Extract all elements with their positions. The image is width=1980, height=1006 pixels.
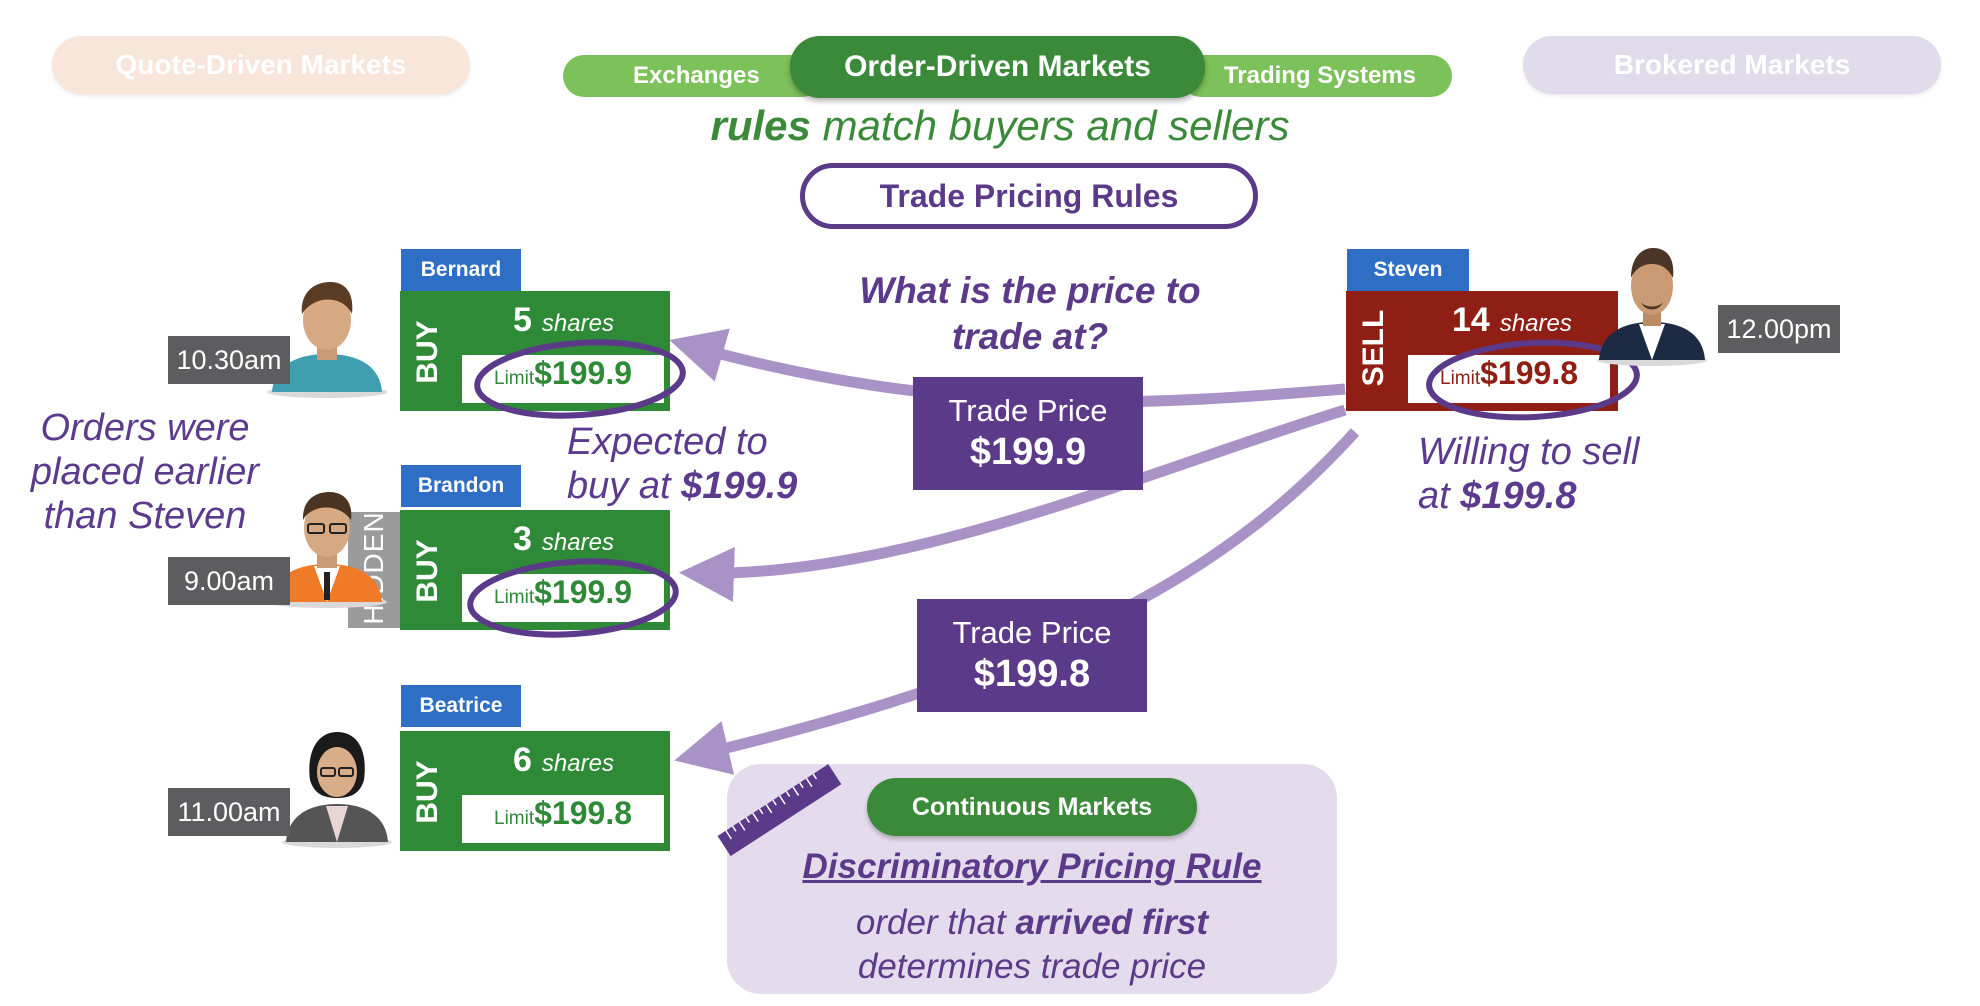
- tab-quote-driven-label: Quote-Driven Markets: [115, 49, 407, 80]
- brandon-shares: 3 shares: [513, 520, 614, 559]
- question-line-1: What is the price to: [859, 270, 1201, 311]
- note-expected-line-2: buy at $199.9: [567, 464, 887, 508]
- note-willing-2b: $199.8: [1460, 475, 1577, 517]
- pricing-desc-1b: arrived first: [1015, 903, 1209, 942]
- steven-shares-word: shares: [1499, 310, 1572, 337]
- beatrice-name: Beatrice: [419, 694, 503, 717]
- pricing-rule-title: Discriminatory Pricing Rule: [802, 847, 1262, 886]
- beatrice-time: 11.00am: [168, 788, 290, 836]
- brandon-shares-word: shares: [541, 529, 614, 556]
- trade-price-2-value: $199.8: [973, 653, 1091, 695]
- name-tab-steven: Steven: [1347, 249, 1469, 291]
- pricing-desc-1a: order that: [855, 903, 1016, 942]
- beatrice-time-text: 11.00am: [177, 796, 281, 827]
- brandon-time-text: 9.00am: [183, 565, 275, 596]
- steven-limit: Limit $199.8: [1408, 355, 1610, 403]
- note-expected-2b: $199.9: [681, 465, 798, 507]
- tab-order-driven-label: Order-Driven Markets: [844, 50, 1151, 83]
- note-expected-line-1: Expected to: [567, 421, 768, 463]
- steven-shares: 14 shares: [1452, 301, 1572, 340]
- note-earlier-line-3: than Steven: [43, 495, 247, 537]
- beatrice-shares-num: 6: [513, 741, 532, 779]
- bernard-avatar: [267, 282, 387, 398]
- pricing-desc-line-1: order that arrived first: [727, 901, 1337, 945]
- name-tab-bernard: Bernard: [401, 249, 521, 291]
- beatrice-shares-word: shares: [541, 750, 614, 777]
- continuous-markets-panel: Continuous Markets Discriminatory Pricin…: [727, 764, 1337, 994]
- brandon-name: Brandon: [417, 474, 505, 497]
- tab-order-driven-markets[interactable]: Order-Driven Markets: [790, 36, 1205, 98]
- brandon-time: 9.00am: [168, 557, 290, 605]
- steven-avatar: [1597, 248, 1707, 366]
- steven-name: Steven: [1373, 258, 1443, 281]
- bernard-shares-num: 5: [513, 301, 532, 339]
- subtitle-rest: match buyers and sellers: [810, 102, 1290, 149]
- continuous-markets-label: Continuous Markets: [911, 792, 1153, 821]
- brandon-limit-word: Limit: [494, 587, 535, 608]
- note-orders-earlier: Orders were placed earlier than Steven: [20, 406, 270, 538]
- trade-price-1-value: $199.9: [969, 431, 1087, 473]
- name-tab-brandon: Brandon: [401, 465, 521, 507]
- tab-quote-driven-markets[interactable]: Quote-Driven Markets: [52, 36, 470, 94]
- beatrice-limit-word: Limit: [494, 808, 535, 829]
- name-tab-beatrice: Beatrice: [401, 685, 521, 727]
- beatrice-limit: Limit $199.8: [462, 795, 664, 843]
- note-expected-to-buy: Expected to buy at $199.9: [567, 420, 887, 508]
- beatrice-shares: 6 shares: [513, 741, 614, 780]
- note-earlier-line-1: Orders were: [40, 407, 250, 449]
- steven-time: 12.00pm: [1718, 305, 1840, 353]
- steven-limit-ring: [1426, 339, 1640, 421]
- brandon-shares-num: 3: [513, 520, 532, 558]
- note-earlier-line-2: placed earlier: [30, 451, 260, 493]
- subtitle-emph: rules: [710, 102, 811, 149]
- trade-pricing-rules-box: Trade Pricing Rules: [800, 163, 1258, 229]
- trade-price-box-1: Trade Price $199.9: [913, 377, 1143, 490]
- trade-price-2-label: Trade Price: [952, 615, 1112, 650]
- arrow-to-brandon: [679, 404, 1347, 602]
- bernard-limit-value: $199.9: [534, 355, 632, 391]
- bernard-time: 10.30am: [168, 336, 290, 384]
- brandon-limit-ring: [467, 558, 679, 638]
- order-beatrice[interactable]: BUY 6 shares Limit $199.8: [400, 731, 670, 851]
- note-willing-2a: at: [1418, 475, 1461, 517]
- pricing-desc-line-2: determines trade price: [857, 947, 1207, 986]
- tab-brokered-label: Brokered Markets: [1613, 49, 1851, 80]
- question-text: What is the price to trade at?: [800, 268, 1260, 360]
- steven-shares-num: 14: [1452, 301, 1490, 339]
- beatrice-limit-value: $199.8: [534, 795, 632, 831]
- note-willing-to-sell: Willing to sell at $199.8: [1418, 430, 1738, 518]
- bernard-limit-word: Limit: [494, 368, 535, 389]
- tab-exchanges-label: Exchanges: [633, 62, 760, 89]
- trade-price-1-label: Trade Price: [948, 393, 1108, 428]
- bernard-limit-ring: [474, 339, 686, 419]
- bernard-shares-word: shares: [541, 310, 614, 337]
- brandon-limit-value: $199.9: [534, 574, 632, 610]
- subtitle: rules match buyers and sellers: [600, 102, 1400, 150]
- beatrice-avatar: [282, 732, 392, 848]
- tab-exchanges[interactable]: Exchanges: [563, 55, 823, 97]
- tab-trading-systems[interactable]: Trading Systems: [1180, 55, 1452, 97]
- tab-brokered-markets[interactable]: Brokered Markets: [1523, 36, 1941, 94]
- continuous-markets-badge[interactable]: Continuous Markets: [867, 778, 1197, 836]
- bernard-name: Bernard: [420, 258, 502, 281]
- ruler-icon: [717, 764, 842, 857]
- note-willing-line-2: at $199.8: [1418, 474, 1738, 518]
- bernard-time-text: 10.30am: [176, 344, 282, 375]
- note-willing-line-1: Willing to sell: [1418, 431, 1640, 473]
- brandon-avatar: [267, 492, 387, 608]
- steven-time-text: 12.00pm: [1726, 313, 1832, 344]
- steven-limit-value: $199.8: [1480, 355, 1578, 391]
- trade-price-box-2: Trade Price $199.8: [917, 599, 1147, 712]
- tab-trading-systems-label: Trading Systems: [1223, 62, 1416, 89]
- steven-limit-word: Limit: [1440, 368, 1481, 389]
- trade-pricing-rules-title: Trade Pricing Rules: [879, 177, 1179, 214]
- note-expected-2a: buy at: [567, 465, 682, 507]
- question-line-2: trade at?: [951, 316, 1109, 357]
- order-brandon[interactable]: BUY 3 shares Limit $199.9: [400, 510, 670, 630]
- bernard-shares: 5 shares: [513, 301, 614, 340]
- pricing-rule-desc: order that arrived first determines trad…: [727, 901, 1337, 989]
